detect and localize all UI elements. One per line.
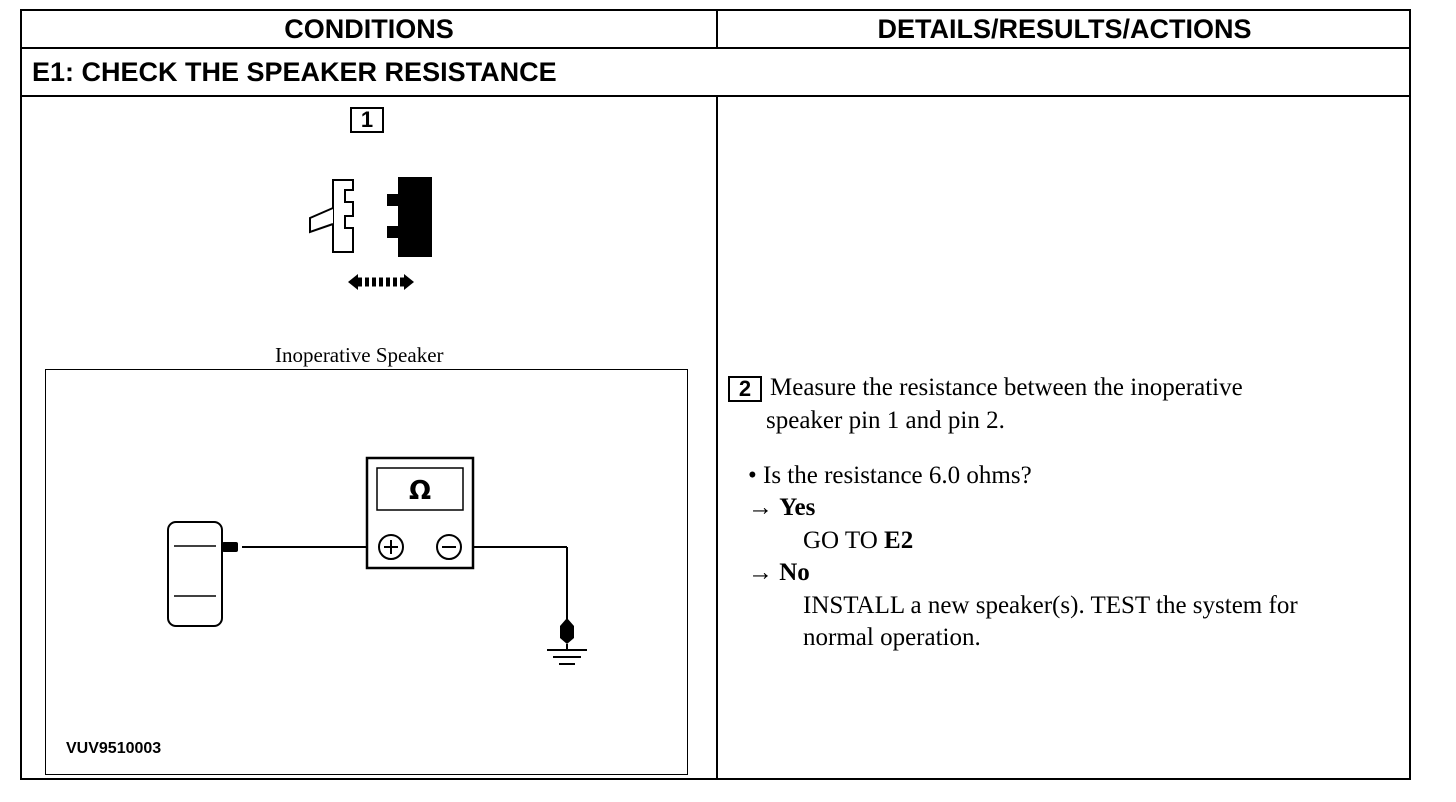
yes-branch: → Yes [748, 494, 815, 522]
no-action-line-1: INSTALL a new speaker(s). TEST the syste… [803, 592, 1298, 619]
section-title-row: E1: CHECK THE SPEAKER RESISTANCE [22, 49, 1409, 97]
procedure-table: CONDITIONS DETAILS/RESULTS/ACTIONS E1: C… [20, 9, 1411, 780]
step-1-number: 1 [360, 107, 374, 132]
resistance-question: • Is the resistance 6.0 ohms? [748, 462, 1032, 489]
column-divider [716, 97, 718, 780]
yes-action-target-link[interactable]: E2 [884, 527, 914, 554]
inoperative-speaker-caption: Inoperative Speaker [275, 343, 444, 367]
measurement-diagram: VUV9510003 [45, 369, 688, 775]
conditions-header: CONDITIONS [284, 14, 454, 44]
step-2-instruction-line-1: Measure the resistance between the inope… [770, 374, 1243, 401]
header-divider [716, 11, 718, 47]
step-2-box: 2 [728, 376, 762, 402]
table-header-row: CONDITIONS DETAILS/RESULTS/ACTIONS [22, 11, 1409, 49]
figure-code: VUV9510003 [66, 740, 162, 757]
no-label: No [779, 559, 810, 586]
speaker-icon [167, 521, 238, 627]
no-action-line-2: normal operation. [803, 624, 981, 651]
connector-disconnect-icon [309, 177, 432, 290]
yes-label: Yes [779, 494, 816, 521]
step-2-number: 2 [738, 376, 752, 401]
ohm-symbol: Ω [408, 476, 432, 506]
step-2-instruction-line-2: speaker pin 1 and pin 2. [766, 407, 1005, 434]
section-title: E1: CHECK THE SPEAKER RESISTANCE [32, 57, 557, 87]
yes-arrow: → [748, 494, 773, 521]
no-branch: → No [748, 559, 810, 587]
no-arrow: → [748, 559, 773, 586]
yes-action-prefix: GO TO [803, 527, 885, 554]
yes-action: GO TO E2 [803, 527, 913, 555]
step-1-box: 1 [350, 107, 384, 133]
details-header: DETAILS/RESULTS/ACTIONS [877, 14, 1252, 44]
ground-icon [547, 618, 587, 665]
ohmmeter-icon [365, 456, 475, 570]
